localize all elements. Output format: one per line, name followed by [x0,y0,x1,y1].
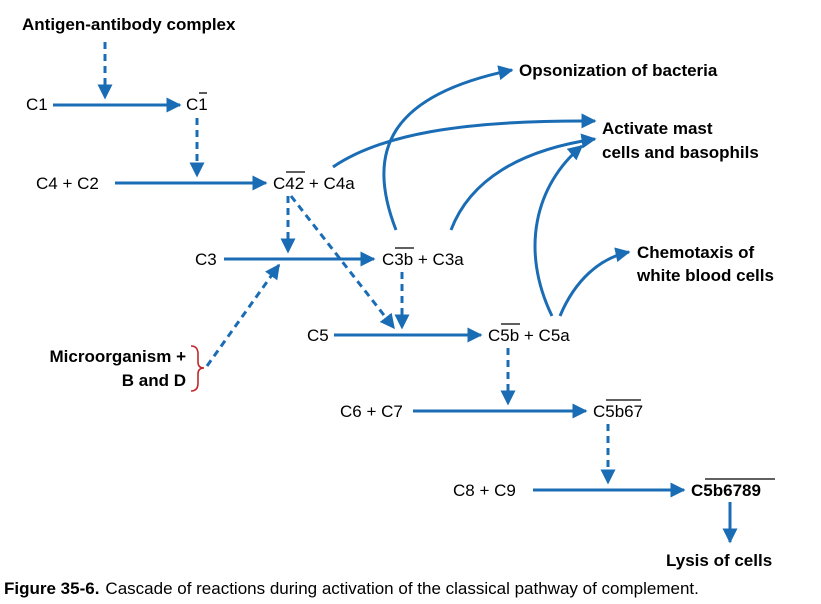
node-c3b: C3b + C3a [382,250,464,269]
node-c8-c9: C8 + C9 [453,481,516,500]
dash-microorganism-to-c3-reaction [205,263,281,367]
figure-number: Figure 35-6. [4,579,99,598]
node-c3: C3 [195,250,217,269]
curve-c3b-to-opsonization [382,65,514,231]
node-c5b67: C5b67 [593,402,643,421]
lysis-label: Lysis of cells [666,551,772,570]
activate-mast-label-line1: Activate mast [602,119,713,138]
opsonization-label: Opsonization of bacteria [519,61,718,80]
node-c1-active: C1 [186,95,208,114]
curve-c3a-to-mast [449,133,597,231]
node-c42: C42 + C4a [273,174,355,193]
dash-c42-to-c5-reaction [289,195,396,330]
node-c5b: C5b + C5a [488,326,570,345]
chemotaxis-label-line1: Chemotaxis of [637,243,754,262]
node-c5b6789: C5b6789 [691,481,761,500]
figure-caption-text: Cascade of reactions during activation o… [105,579,698,598]
microorganism-label-line2: B and D [122,371,186,390]
chemotaxis-label-line2: white blood cells [636,266,774,285]
node-c1: C1 [26,95,48,114]
node-c4-c2: C4 + C2 [36,174,99,193]
curve-c5a-to-chemotaxis [558,247,631,317]
red-brace [190,345,205,392]
microorganism-label-line1: Microorganism + [49,347,186,366]
curve-c5a-to-mast [533,144,584,317]
curve-c4a-to-mast [332,113,597,169]
dashed-arrows [97,42,616,485]
node-c6-c7: C6 + C7 [340,402,403,421]
figure-caption: Figure 35-6. Cascade of reactions during … [4,579,699,598]
solid-arrows [53,65,738,544]
node-c5: C5 [307,326,329,345]
antigen-antibody-label: Antigen-antibody complex [22,15,236,34]
activate-mast-label-line2: cells and basophils [602,143,759,162]
